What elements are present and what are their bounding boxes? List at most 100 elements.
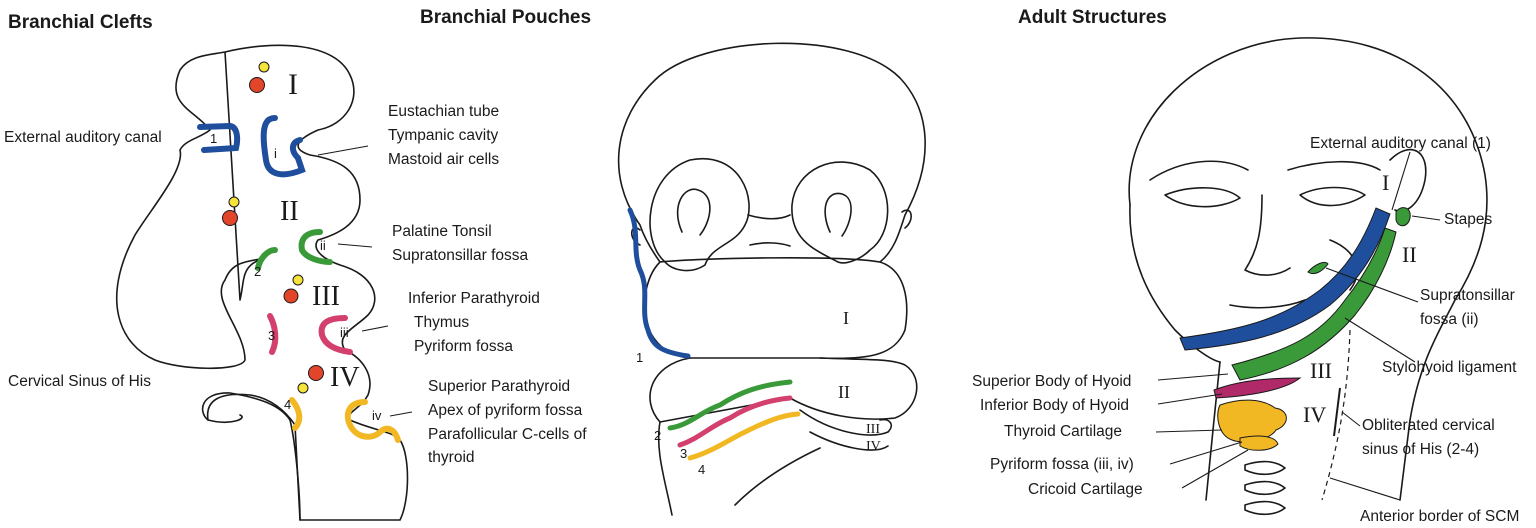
label-mastoid-air-cells: Mastoid air cells [388,151,499,168]
neck-outline [657,421,821,516]
adult-arch-II: II [1402,242,1417,267]
pouch-panel-number-3: 3 [680,446,687,461]
nasal-ridge [747,214,791,247]
inferior-hyoid [1213,377,1302,399]
label-cricoid: Cricoid Cartilage [1028,481,1143,498]
leader-pyriform [1169,441,1243,465]
leader-pouch-iii [361,325,389,332]
leader-supratonsillar [1325,267,1419,303]
cleft-1-line [197,122,241,153]
pouch-iii-line [318,315,353,355]
leader-scm [1329,477,1401,501]
cleft-number-1: 1 [210,131,217,146]
left-optic-outline [649,157,750,272]
adult-arch-IV: IV [1303,402,1326,427]
leader-pouch-iv [389,411,413,417]
pouch-panel-number-2: 2 [654,428,661,443]
arch-iii-yellow-dot [292,274,304,286]
pouches-panel: I II III IV 1 2 3 4 [617,42,926,516]
nose [1244,194,1291,276]
pouch-number-iv: iv [372,408,382,423]
label-obliterated-2: sinus of His (2-4) [1362,441,1479,458]
arch-III-band [799,409,892,436]
leader-stylohyoid [1344,317,1416,363]
cleft-2-line [255,247,278,271]
arch-II-band [649,357,918,423]
label-apex-pyriform: Apex of pyriform fossa [428,402,583,419]
vertebra-2 [1244,480,1286,496]
arch-iv-yellow-dot [297,382,309,394]
label-inferior-hyoid: Inferior Body of Hyoid [980,397,1129,414]
cleft-4-line [289,397,303,431]
label-palatine-tonsil: Palatine Tonsil [392,223,492,240]
label-superior-hyoid: Superior Body of Hyoid [972,373,1131,390]
pouch-arch-II: II [838,382,850,402]
label-supratonsillar-2: fossa (ii) [1420,311,1479,328]
pouch-arch-IV: IV [866,439,881,454]
embryo-head-outline [617,42,926,263]
pouch-number-i: i [274,146,277,161]
leader-thyroid [1155,429,1223,433]
cleft-3-line [267,313,279,355]
label-tympanic-cavity: Tympanic cavity [388,127,499,144]
embryo-outline [115,44,409,521]
arch-lower-outline [206,393,301,521]
thyroid-cartilage [1217,399,1287,443]
arch-I-band [643,257,908,360]
pouch-3-line [677,395,793,448]
left-optic-inner [676,188,711,236]
pouch-arch-III: III [866,422,880,437]
brow-right [1287,160,1381,171]
label-supratonsillar-fossa: Supratonsillar fossa [392,247,529,264]
pouch-2-line [667,379,793,431]
arch-2-structure [1231,227,1397,381]
label-stylohyoid: Stylohyoid ligament [1382,359,1517,376]
label-eustachian-tube: Eustachian tube [388,103,499,120]
leader-superior-hyoid [1157,373,1229,381]
eye-left [1164,187,1241,208]
leader-inferior-hyoid [1157,393,1223,405]
label-stapes: Stapes [1444,211,1493,228]
pouch-number-iii: iii [340,325,349,340]
arch-ii-red-dot [222,210,238,226]
stapes [1395,207,1411,227]
label-thymus: Thymus [414,314,469,331]
pouch-panel-number-1: 1 [636,350,643,365]
label-inferior-parathyroid: Inferior Parathyroid [408,290,540,307]
pouch-i-line [260,115,306,178]
label-pyriform-fossa: Pyriform fossa [414,338,513,355]
pouch-ii-line [298,229,333,265]
right-optic-outline [791,161,889,264]
mouth [1229,299,1306,309]
arch-iii-red-dot [283,288,299,304]
label-parafollicular: Parafollicular C-cells of [428,426,587,443]
leader-eac [1391,151,1411,211]
arch-iv-red-dot [308,365,324,381]
arch-i-yellow-dot [258,61,270,73]
cleft-arch-III: III [312,281,340,312]
arch-1-structure [1179,207,1391,351]
label-obliterated-1: Obliterated cervical [1362,417,1495,434]
heading-pouches: Branchial Pouches [420,7,591,28]
neck-front-outline [1205,361,1221,501]
clefts-panel: I II III IV 1 2 3 4 i ii iii iv External… [4,44,587,521]
head-outline [1128,37,1488,501]
supratonsillar-fossa-shape [1307,261,1329,275]
heading-clefts: Branchial Clefts [8,12,153,33]
brow-left [1149,160,1249,181]
adult-arch-I: I [1382,170,1389,195]
leader-obliterated [1341,411,1361,427]
label-superior-parathyroid: Superior Parathyroid [428,378,570,395]
vertebra-1 [1244,460,1286,476]
cleft-arch-I: I [288,68,298,101]
label-pyriform-fossa: Pyriform fossa (iii, iv) [990,456,1134,473]
label-thyroid-cartilage: Thyroid Cartilage [1004,423,1122,440]
pouch-iv-line [344,399,401,443]
pouch-arch-I: I [843,308,849,328]
pouch-number-ii: ii [320,238,326,253]
arch-i-red-dot [249,77,265,93]
arch-ii-yellow-dot [228,196,240,208]
ear-bump-right [901,209,912,229]
heading-adult: Adult Structures [1018,7,1167,28]
